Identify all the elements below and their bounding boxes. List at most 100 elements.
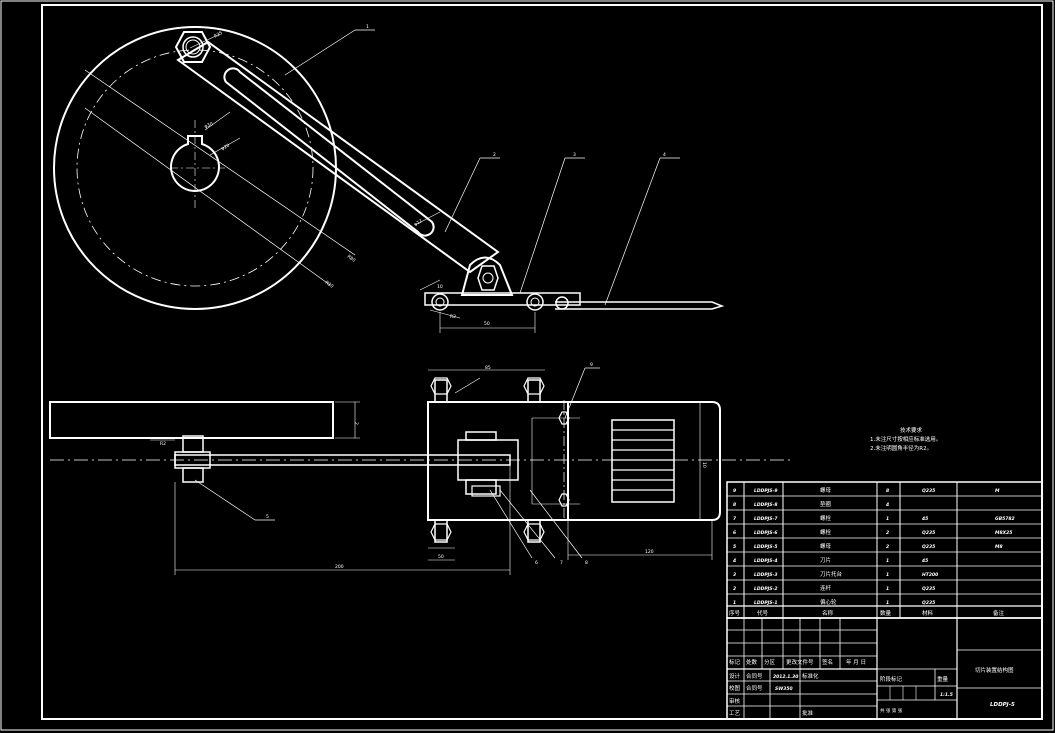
review-label: 审核	[729, 697, 741, 705]
parts-row-name: 连杆	[820, 584, 832, 592]
design-name: 合同号	[746, 672, 763, 680]
parts-list	[726, 481, 1043, 619]
parts-row-no: 1	[733, 600, 736, 606]
rev-label-sign: 签名	[822, 658, 833, 666]
parts-row-material: Q235	[922, 488, 935, 494]
wheel-side-view	[49, 401, 334, 439]
balloon-7: 7	[560, 560, 563, 566]
parts-row-qty: 1	[886, 586, 889, 592]
balloon-2: 2	[493, 152, 496, 158]
check-name: 合同号	[746, 684, 763, 692]
parts-row-code: LDDPJS-8	[754, 502, 778, 508]
drawing-title: 切片装置结构图	[975, 666, 1014, 674]
balloon-3: 3	[573, 152, 576, 158]
parts-row-code: LDDPJS-6	[754, 530, 778, 536]
parts-row-material: 45	[922, 558, 928, 564]
parts-row-name: 螺母	[820, 542, 832, 550]
parts-row-qty: 2	[886, 530, 889, 536]
dim-120: 120	[645, 549, 654, 555]
parts-row-code: LDDPJS-5	[754, 544, 778, 550]
balloon-8: 8	[585, 560, 588, 566]
tech-req-line-1: 1.未注尺寸按相应标准选用。	[870, 435, 941, 443]
rev-label-mark: 标记	[729, 658, 741, 666]
tech-req-title: 技术要求	[900, 426, 923, 434]
dim-50-front: 50	[484, 321, 490, 327]
blade-teeth	[611, 419, 675, 503]
dim-r2-front: R2	[450, 314, 456, 320]
dim-r80: R80	[346, 254, 357, 264]
parts-row-no: 5	[733, 544, 736, 550]
keyed-bore	[170, 135, 220, 192]
balloon-6: 6	[535, 560, 538, 566]
pivot-housing	[460, 256, 514, 296]
parts-row-remark: GB5782	[995, 516, 1015, 522]
balloon-1: 1	[366, 24, 369, 30]
balloon-4: 4	[663, 152, 666, 158]
parts-row-material: Q235	[922, 600, 935, 606]
parts-row-qty: 2	[886, 544, 889, 550]
top-view	[49, 367, 790, 575]
parts-header-remark: 备注	[993, 609, 1005, 617]
parts-header-material: 材料	[922, 609, 934, 617]
parts-row-remark: M8	[995, 544, 1003, 550]
dim-35-wheel: 2	[353, 422, 359, 425]
check-label: 校图	[729, 684, 741, 692]
parts-row-no: 3	[733, 572, 736, 578]
dim-85: 85	[485, 365, 491, 371]
parts-row-name: 偏心轮	[820, 598, 837, 606]
parts-row-material: 45	[922, 516, 928, 522]
parts-row-no: 6	[733, 530, 736, 536]
parts-header-no: 序号	[729, 609, 741, 617]
parts-header-code: 代号	[757, 609, 769, 617]
parts-row-material: HT200	[922, 572, 938, 578]
dim-r30: R30	[324, 280, 335, 290]
tech-req-line-2: 2.未注明圆角半径为R2。	[870, 444, 932, 452]
dim-phi30: φ30	[204, 121, 214, 130]
parts-row-no: 9	[733, 488, 736, 494]
design-label: 设计	[729, 672, 741, 680]
blade	[555, 301, 725, 310]
crank-pin-nut	[174, 31, 212, 63]
stage-mark-label: 阶段标记	[880, 675, 903, 683]
weight-label: 重量	[937, 675, 949, 683]
connecting-rod	[176, 40, 500, 274]
parts-row-name: 刀片	[820, 556, 831, 564]
housing-block	[427, 401, 569, 521]
sheets-label: 共 张 第 张	[880, 707, 903, 714]
parts-row-no: 2	[733, 586, 736, 592]
rev-label-date: 年 月 日	[846, 658, 866, 666]
parts-row-remark: M8X25	[995, 530, 1012, 536]
parts-header-name: 名称	[822, 609, 834, 617]
parts-row-qty: 1	[886, 600, 889, 606]
parts-row-no: 7	[733, 516, 737, 522]
balloon-9: 9	[590, 362, 593, 368]
drawing-frame	[41, 4, 1043, 720]
parts-row-code: LDDPJS-1	[754, 600, 778, 606]
parts-row-name: 螺母	[820, 486, 832, 494]
parts-row-material: Q235	[922, 586, 935, 592]
balloon-5: 5	[266, 514, 269, 520]
rod-slot	[223, 67, 435, 237]
parts-row-qty: 8	[886, 488, 889, 494]
dim-phi20: φ20	[220, 143, 231, 152]
blade-holder-plate	[424, 292, 581, 306]
parts-row-code: LDDPJS-7	[754, 516, 778, 522]
parts-row-name: 刀片托台	[820, 570, 843, 578]
parts-row-qty: 1	[886, 558, 889, 564]
parts-row-name: 螺栓	[820, 514, 832, 522]
parts-row-no: 8	[733, 502, 736, 508]
drawing-code: LDDPJ-5	[990, 702, 1015, 708]
parts-row-material: Q235	[922, 530, 935, 536]
parts-row-code: LDDPJS-2	[754, 586, 778, 592]
dim-50-top: 50	[438, 554, 444, 560]
approve-label: 批准	[802, 709, 814, 717]
standardize-label: 标准化	[802, 672, 819, 680]
rev-label-doc: 更改文件号	[786, 658, 814, 666]
parts-row-no: 4	[733, 558, 736, 564]
parts-row-remark: M	[995, 488, 1000, 494]
design-date: 2012.1.30	[773, 674, 798, 680]
parts-row-code: LDDPJS-4	[754, 558, 778, 564]
